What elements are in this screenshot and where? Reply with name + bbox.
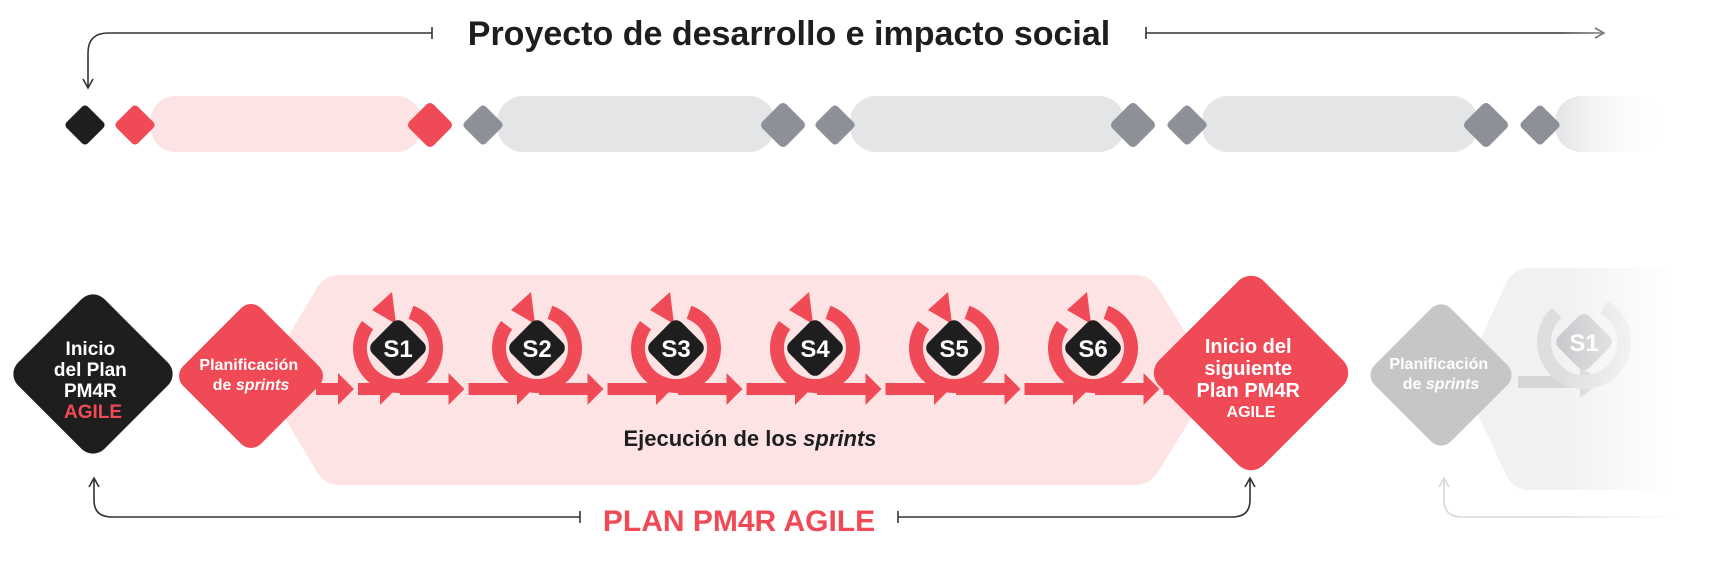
sprint-icon: S1	[353, 292, 443, 393]
top-bracket-left	[82, 32, 432, 90]
flow-arrow	[956, 373, 1021, 405]
flow-arrow	[607, 373, 672, 405]
top-title: Proyecto de desarrollo e impacto social	[468, 15, 1110, 53]
flow-arrow	[817, 373, 882, 405]
sprint-cycle-ring	[909, 303, 999, 393]
start-line-1: Inicio	[66, 339, 116, 360]
top-bar-4	[1202, 96, 1478, 152]
faded-planning-line-1: Planificación	[1389, 356, 1488, 373]
top-diamond-red-1	[115, 105, 155, 145]
faded-sprint-label: S1	[1569, 330, 1598, 357]
sprint-icon: S2	[492, 292, 582, 393]
flow-arrow	[746, 373, 811, 405]
svg-text:Planificación de sprin: Planificación de sprints	[199, 357, 302, 394]
next-plan-faded: Planificación de sprints S1	[1370, 268, 1724, 518]
sprint-diamond	[509, 320, 565, 376]
svg-text:Inicio del siguiente: Inicio del siguiente Plan PM4R AGILE	[1197, 336, 1306, 421]
sprint-cycle-ring	[492, 303, 582, 393]
bottom-bracket-right	[898, 476, 1256, 518]
top-bar-2	[497, 96, 775, 152]
sprint-label: S6	[1078, 336, 1107, 363]
sprint-cycle-arrowhead	[928, 292, 952, 324]
top-diamond-red-2	[408, 103, 452, 147]
top-diamond-gray-4	[1111, 103, 1155, 147]
flow-arrow	[400, 373, 465, 405]
flow-arrow	[1095, 373, 1160, 405]
sprint-icon: S5	[909, 292, 999, 393]
top-diamond-gray-6	[1464, 103, 1508, 147]
top-bar-3	[850, 96, 1125, 152]
sprint-cycle-arrowhead	[789, 292, 813, 324]
flow-arrow	[316, 373, 354, 405]
sprint-icon: S6	[1048, 292, 1138, 393]
top-bar-planning	[150, 96, 422, 152]
sprint-cycle-arrowhead	[511, 292, 535, 324]
sprint-diamond	[787, 320, 843, 376]
sprint-cycle-ring	[631, 303, 721, 393]
bottom-label: PLAN PM4R AGILE	[603, 505, 875, 538]
faded-planning-line-2: de sprints	[1403, 376, 1480, 393]
flow-arrow	[678, 373, 743, 405]
sprint-cycle-arrowhead	[1067, 292, 1091, 324]
start-line-3: PM4R	[64, 381, 117, 402]
top-diamond-start	[65, 105, 105, 145]
top-bar-5	[1555, 96, 1665, 152]
top-diamond-gray-1	[463, 105, 503, 145]
flow-arrow	[468, 373, 533, 405]
sprint-cycle-ring	[1048, 303, 1138, 393]
top-diamond-gray-7	[1520, 105, 1560, 145]
execution-label: Ejecución de los sprints	[623, 426, 876, 451]
sprint-label: S2	[522, 336, 551, 363]
start-diamond: Inicio del Plan PM4R AGILE	[13, 294, 173, 454]
planning-line-2: de sprints	[213, 377, 290, 394]
sprint-icon: S4	[770, 292, 860, 393]
start-line-2: del Plan	[54, 360, 127, 381]
planning-diamond: Planificación de sprints	[179, 304, 323, 448]
planning-line-1: Planificación	[199, 357, 298, 374]
next-line-1: Inicio del	[1205, 336, 1292, 358]
faded-planning-diamond-shape	[1370, 304, 1512, 446]
sprint-diamond	[370, 320, 426, 376]
next-line-3: Plan PM4R	[1197, 380, 1301, 402]
sprint-label: S4	[800, 336, 830, 363]
svg-text:Inicio del Plan: Inicio del Plan PM4R AGILE	[54, 339, 132, 423]
next-plan-diamond: Inicio del siguiente Plan PM4R AGILE	[1153, 275, 1349, 471]
sprint-cycle-arrowhead	[650, 292, 674, 324]
faded-bottom-bracket	[1438, 476, 1700, 518]
sprint-diamond	[648, 320, 704, 376]
flow-arrow	[539, 373, 604, 405]
start-line-4: AGILE	[64, 402, 122, 423]
top-diamond-gray-2	[761, 103, 805, 147]
sprint-icon: S3	[631, 292, 721, 393]
top-timeline: Proyecto de desarrollo e impacto social	[65, 15, 1665, 152]
svg-text:Planificación de sprints: Planificación de sprints	[1389, 356, 1492, 393]
next-line-2: siguiente	[1204, 358, 1292, 380]
sprint-diamond	[1065, 320, 1121, 376]
plan-main: S1 S2 S3 S4 S5 S6 Ejecución de los sprints In…	[13, 275, 1349, 538]
flow-arrow	[885, 373, 950, 405]
bottom-bracket-left	[88, 476, 580, 518]
sprint-label: S1	[383, 336, 412, 363]
sprint-diamond	[926, 320, 982, 376]
top-diamond-gray-3	[815, 105, 855, 145]
sprint-label: S5	[939, 336, 968, 363]
sprint-icons: S1 S2 S3 S4 S5 S6	[353, 292, 1138, 393]
sprint-cycle-arrowhead	[372, 292, 396, 324]
top-diamond-gray-5	[1167, 105, 1207, 145]
sprint-cycle-ring	[353, 303, 443, 393]
sprint-label: S3	[661, 336, 690, 363]
flow-arrow	[1024, 373, 1089, 405]
sprint-cycle-ring	[770, 303, 860, 393]
next-line-4: AGILE	[1227, 404, 1276, 421]
